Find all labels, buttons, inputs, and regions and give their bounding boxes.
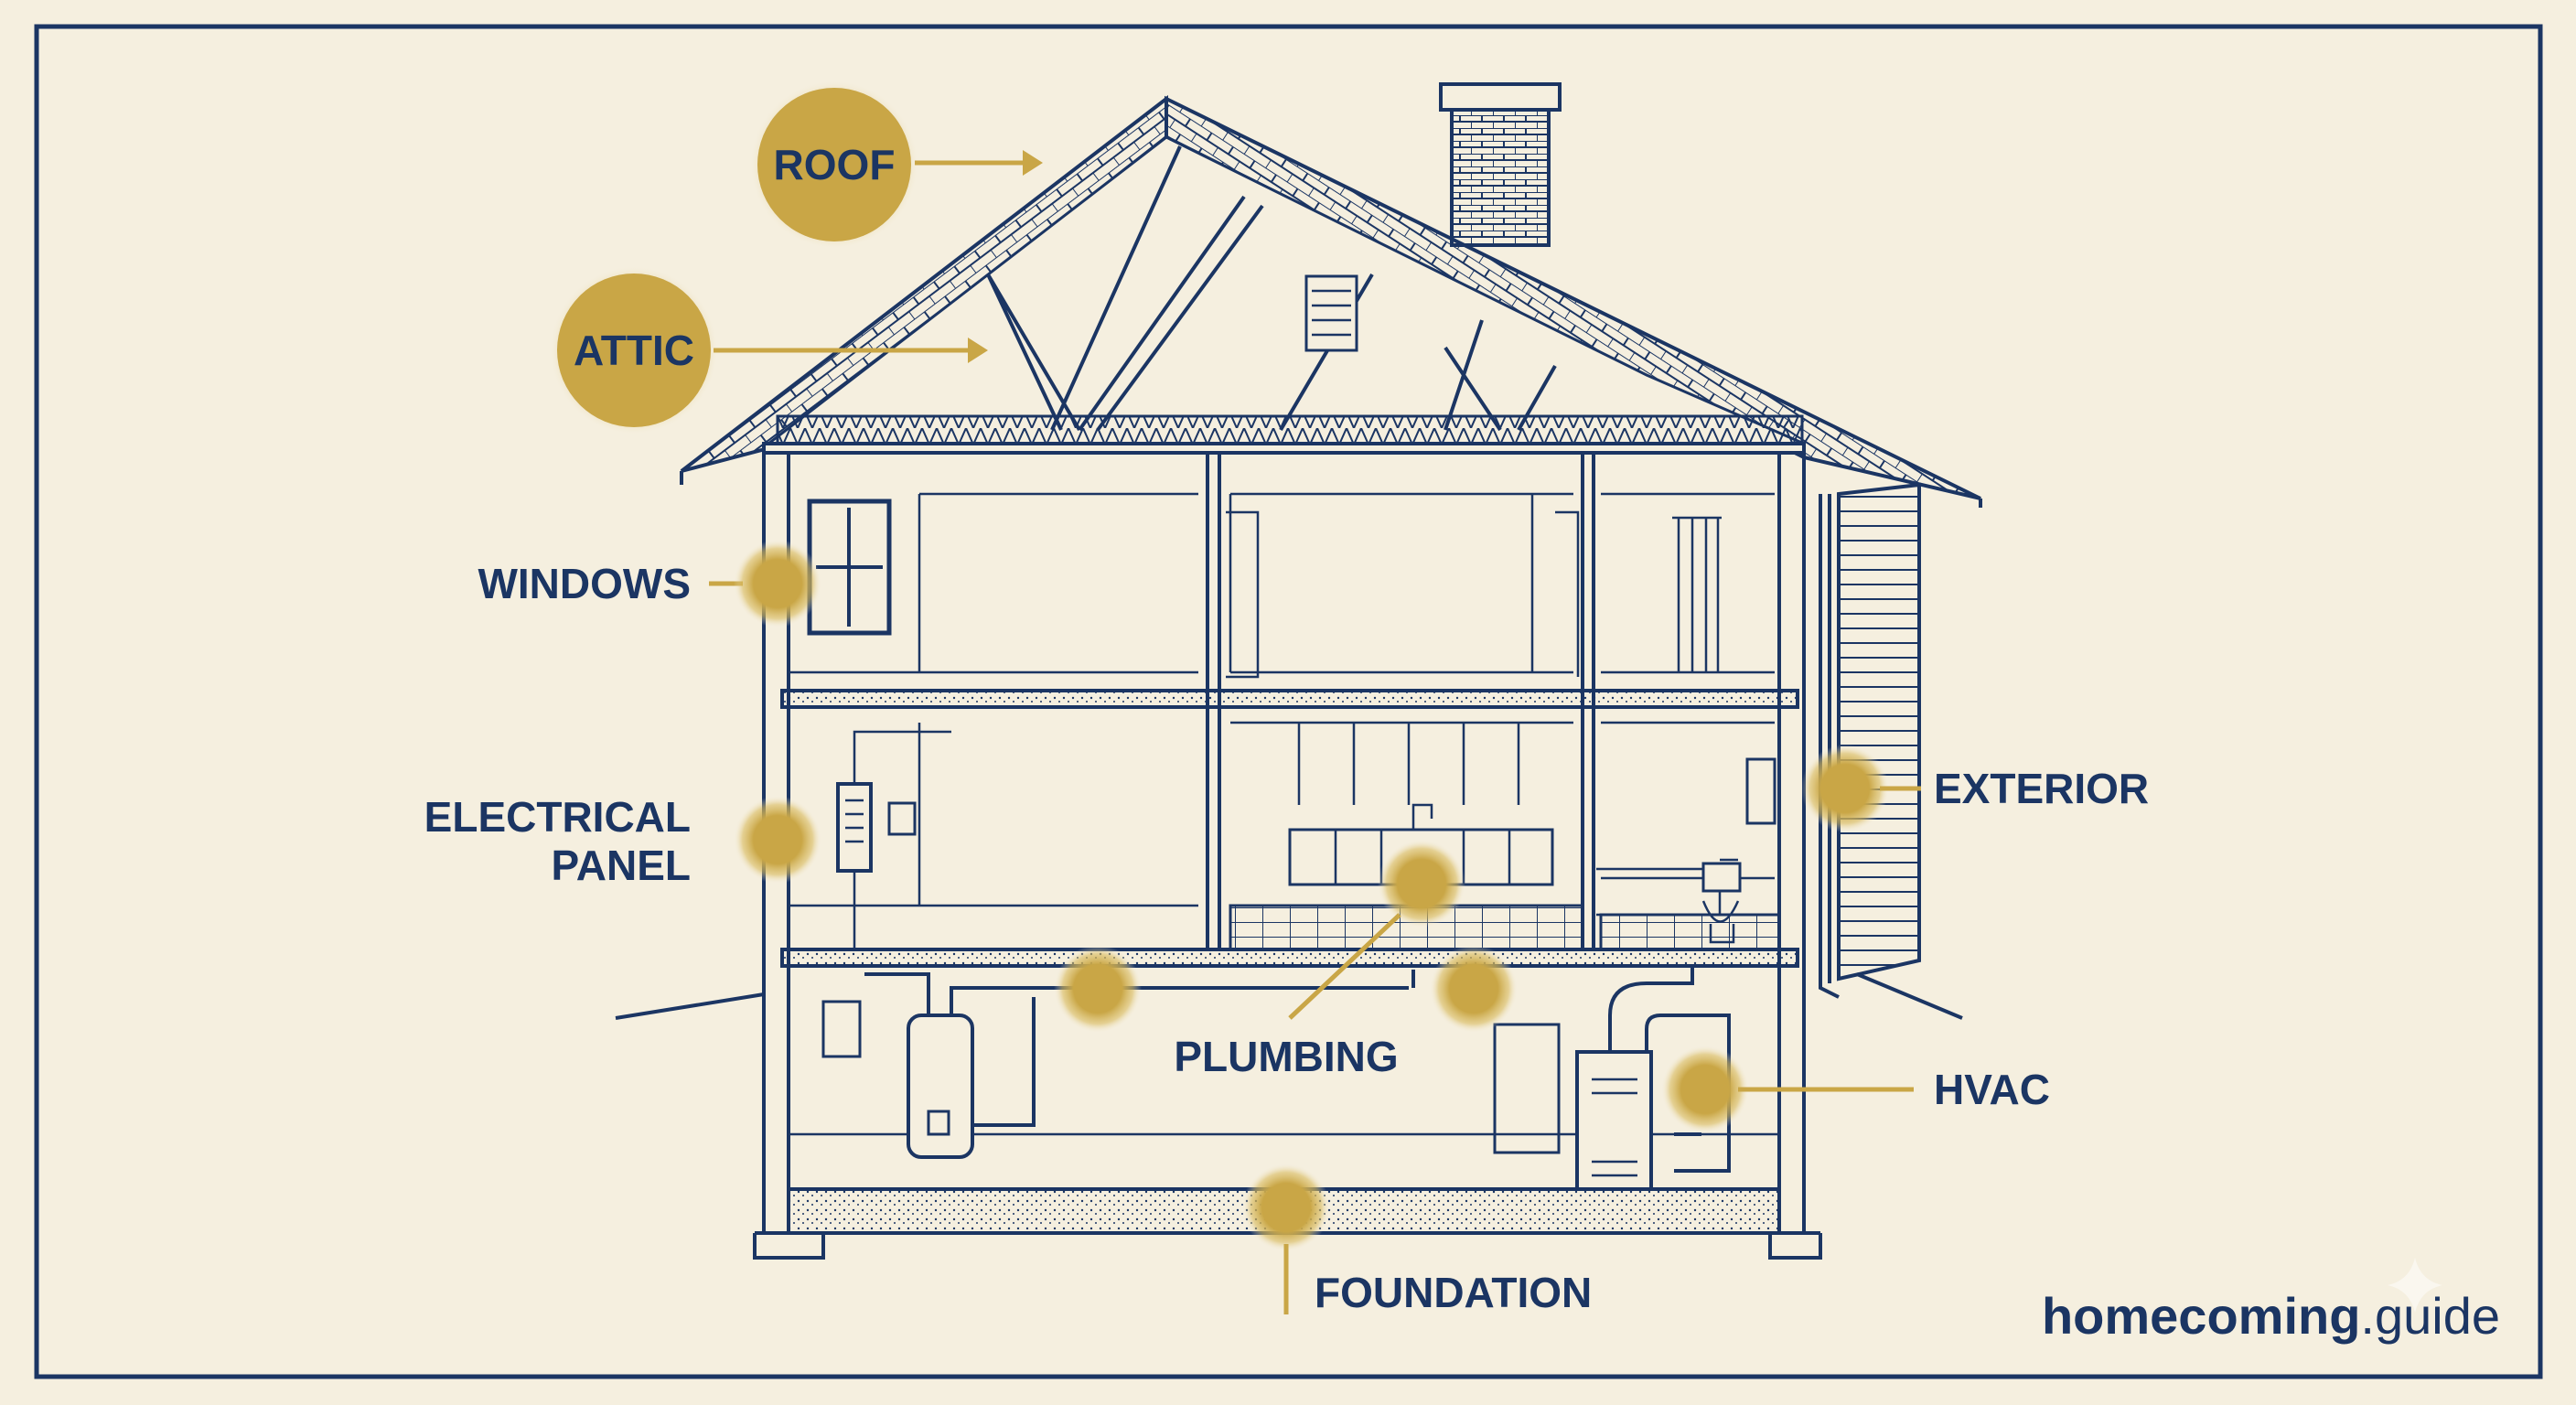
window <box>807 499 892 636</box>
label-hvac: HVAC <box>1934 1066 2050 1113</box>
callout-electrical-panel[interactable]: ELECTRICAL PANEL <box>424 793 821 889</box>
label-foundation: FOUNDATION <box>1315 1269 1592 1316</box>
svg-text:homecoming.guide: homecoming.guide <box>2042 1287 2500 1345</box>
callout-attic[interactable]: ATTIC <box>550 266 988 434</box>
attic-trusses <box>776 145 1804 445</box>
roof <box>680 94 1982 508</box>
label-exterior: EXTERIOR <box>1934 765 2149 812</box>
label-electrical: ELECTRICAL <box>424 793 691 841</box>
bathroom <box>1596 516 1776 944</box>
label-windows: WINDOWS <box>478 560 691 607</box>
callout-roof[interactable]: ROOF <box>750 80 1043 249</box>
attic-insulation <box>776 414 1804 445</box>
electrical-panel <box>836 730 951 949</box>
frame-border <box>34 24 2543 1379</box>
toilet <box>1701 862 1742 893</box>
logo-brand: homecoming <box>2042 1287 2360 1345</box>
label-plumbing: PLUMBING <box>1174 1033 1398 1080</box>
chimney <box>1439 82 1562 247</box>
label-roof: ROOF <box>774 141 896 188</box>
callout-foundation[interactable]: FOUNDATION <box>1242 1164 1592 1316</box>
callout-hvac[interactable]: HVAC <box>1661 1046 2050 1133</box>
sparkle-icon <box>2388 1258 2442 1313</box>
gable-vent <box>1304 274 1358 352</box>
kitchen <box>1229 723 1781 951</box>
callout-plumbing[interactable]: PLUMBING <box>1054 840 1518 1080</box>
basement-equipment <box>821 966 1731 1191</box>
furnace <box>1575 1050 1653 1191</box>
label-attic: ATTIC <box>574 327 694 374</box>
exterior-siding <box>615 482 1963 1020</box>
label-panel: PANEL <box>552 842 692 889</box>
house-structure <box>753 442 1822 1260</box>
callout-windows[interactable]: WINDOWS <box>478 540 821 627</box>
logo-suffix: .guide <box>2360 1287 2500 1345</box>
callout-exterior[interactable]: EXTERIOR <box>1801 745 2149 832</box>
water-heater <box>907 1014 974 1159</box>
brand-logo: homecoming.guide <box>2042 1258 2500 1345</box>
